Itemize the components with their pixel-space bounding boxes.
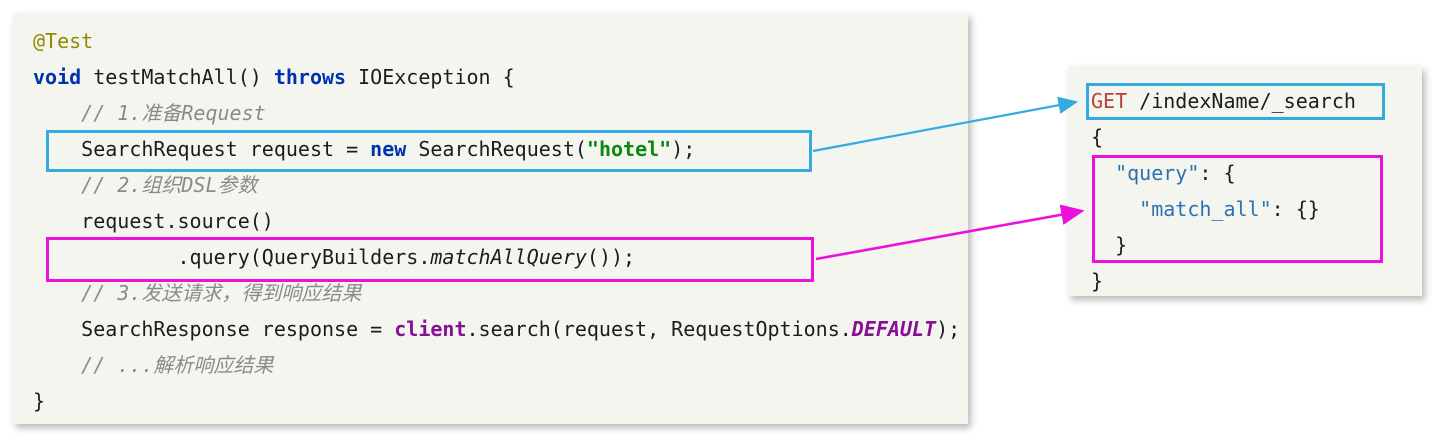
code-line: // 1.准备Request	[33, 95, 968, 131]
code-line: request.source()	[33, 203, 968, 239]
code-token: }	[33, 389, 46, 413]
code-token: {	[1091, 125, 1104, 149]
code-token	[33, 353, 81, 377]
code-token	[1091, 197, 1139, 221]
code-token	[33, 173, 81, 197]
code-token: }	[1091, 269, 1104, 293]
code-token: request.source()	[33, 209, 274, 233]
code-token-kw: void	[33, 65, 82, 89]
code-line: @Test	[33, 23, 968, 59]
code-line: "match_all": {}	[1091, 191, 1422, 227]
code-line: void testMatchAll() throws IOException {	[33, 59, 968, 95]
code-token-str: "hotel"	[586, 137, 672, 161]
code-token: }	[1091, 233, 1128, 257]
code-token: .query(QueryBuilders.	[33, 245, 431, 269]
code-token-ann: @Test	[33, 29, 94, 53]
code-token: : {}	[1271, 197, 1320, 221]
code-token-cmt: // 3.发送请求，得到响应结果	[81, 281, 362, 305]
code-line: SearchRequest request = new SearchReques…	[33, 131, 968, 167]
code-token: SearchRequest(	[406, 137, 587, 161]
code-token	[33, 281, 81, 305]
java-code-block: @Test void testMatchAll() throws IOExcept…	[13, 13, 968, 419]
dsl-query-panel: GET /indexName/_search { "query": { "matc…	[1068, 66, 1422, 296]
code-line: // 3.发送请求，得到响应结果	[33, 275, 968, 311]
java-code-panel: @Test void testMatchAll() throws IOExcept…	[13, 13, 968, 424]
code-line: "query": {	[1091, 155, 1422, 191]
code-token-key: "match_all"	[1139, 197, 1272, 221]
code-token-fld: client	[394, 317, 467, 341]
code-token-red: GET	[1091, 89, 1128, 113]
code-line: {	[1091, 119, 1422, 155]
code-token: testMatchAll()	[81, 65, 274, 89]
code-token-fldi: DEFAULT	[851, 317, 937, 341]
code-token-key: "query"	[1115, 161, 1200, 185]
code-token	[1091, 161, 1115, 185]
code-line: }	[1091, 227, 1422, 263]
code-token: SearchResponse response =	[33, 317, 395, 341]
code-line: .query(QueryBuilders.matchAllQuery());	[33, 239, 968, 275]
code-token: : {	[1199, 161, 1236, 185]
code-line: GET /indexName/_search	[1091, 83, 1422, 119]
code-token	[33, 101, 81, 125]
code-line: SearchResponse response = client.search(…	[33, 311, 968, 347]
code-token-cmt: // ...解析响应结果	[81, 353, 274, 377]
code-token-kw: new	[370, 137, 407, 161]
code-token: .search(request, RequestOptions.	[466, 317, 852, 341]
code-line: }	[33, 383, 968, 419]
dsl-code-block: GET /indexName/_search { "query": { "matc…	[1068, 66, 1422, 299]
code-token: );	[671, 137, 696, 161]
code-token-it: matchAllQuery	[430, 245, 587, 269]
code-line: }	[1091, 263, 1422, 299]
code-token: SearchRequest request =	[33, 137, 371, 161]
code-line: // ...解析响应结果	[33, 347, 968, 383]
code-token: IOException {	[346, 65, 515, 89]
code-token: );	[936, 317, 961, 341]
code-token: ());	[586, 245, 636, 269]
code-token-kw: throws	[273, 65, 347, 89]
code-line: // 2.组织DSL参数	[33, 167, 968, 203]
code-token-cmt: // 2.组织DSL参数	[81, 173, 258, 197]
code-token: /indexName/_search	[1127, 89, 1356, 113]
code-token-cmt: // 1.准备Request	[81, 101, 266, 125]
